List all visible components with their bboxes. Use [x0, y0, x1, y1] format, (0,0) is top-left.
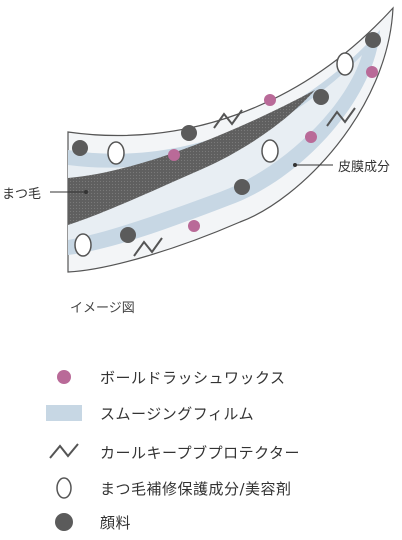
zigzag-icon	[49, 443, 79, 459]
film-swatch-icon	[46, 405, 82, 421]
legend-item-protector: カールキープブプロテクター	[40, 438, 300, 466]
film-label: 皮膜成分	[338, 160, 391, 175]
legend-item-pigment: 顔料	[40, 508, 131, 536]
zigzag-icon	[133, 237, 163, 257]
wax-dot-icon	[168, 149, 180, 161]
pigment-dot-icon	[365, 32, 381, 48]
eyelash-label: まつ毛	[2, 187, 42, 202]
zigzag-icon	[213, 109, 243, 129]
legend-item-wax: ボールドラッシュワックス	[40, 363, 286, 391]
zigzag-icon	[326, 107, 356, 127]
wax-dot-icon	[57, 370, 71, 384]
eyelash-core	[68, 90, 315, 225]
wax-dot-icon	[188, 220, 200, 232]
eyelash-diagram	[50, 6, 394, 273]
legend-label: スムージングフィルム	[100, 404, 255, 423]
oval-icon	[261, 139, 279, 163]
wax-dot-icon	[366, 66, 378, 78]
oval-icon	[74, 233, 92, 257]
legend-label: ボールドラッシュワックス	[100, 368, 286, 387]
legend-label: まつ毛補修保護成分/美容剤	[100, 479, 292, 498]
legend-item-film: スムージングフィルム	[40, 399, 254, 427]
wax-dot-icon	[305, 131, 317, 143]
pigment-dot-icon	[120, 227, 136, 243]
pigment-dot-icon	[313, 89, 329, 105]
oval-icon	[107, 141, 125, 165]
pigment-dot-icon	[72, 140, 88, 156]
legend-item-repair: まつ毛補修保護成分/美容剤	[40, 474, 292, 502]
oval-icon	[56, 477, 72, 499]
eyelash-leader-dot	[84, 190, 88, 194]
wax-dot-icon	[264, 94, 276, 106]
repair-ingredients	[74, 52, 354, 257]
legend-label: 顔料	[100, 513, 132, 532]
wax-particles	[168, 66, 378, 232]
pigment-dot-icon	[181, 125, 197, 141]
pigment-particles	[72, 32, 381, 243]
oval-icon	[336, 52, 354, 76]
pigment-dot-icon	[55, 513, 73, 531]
pigment-dot-icon	[234, 179, 250, 195]
image-caption: イメージ図	[70, 301, 135, 316]
film-leader-dot	[293, 163, 297, 167]
curl-protectors	[133, 107, 356, 257]
legend-label: カールキープブプロテクター	[100, 443, 301, 462]
